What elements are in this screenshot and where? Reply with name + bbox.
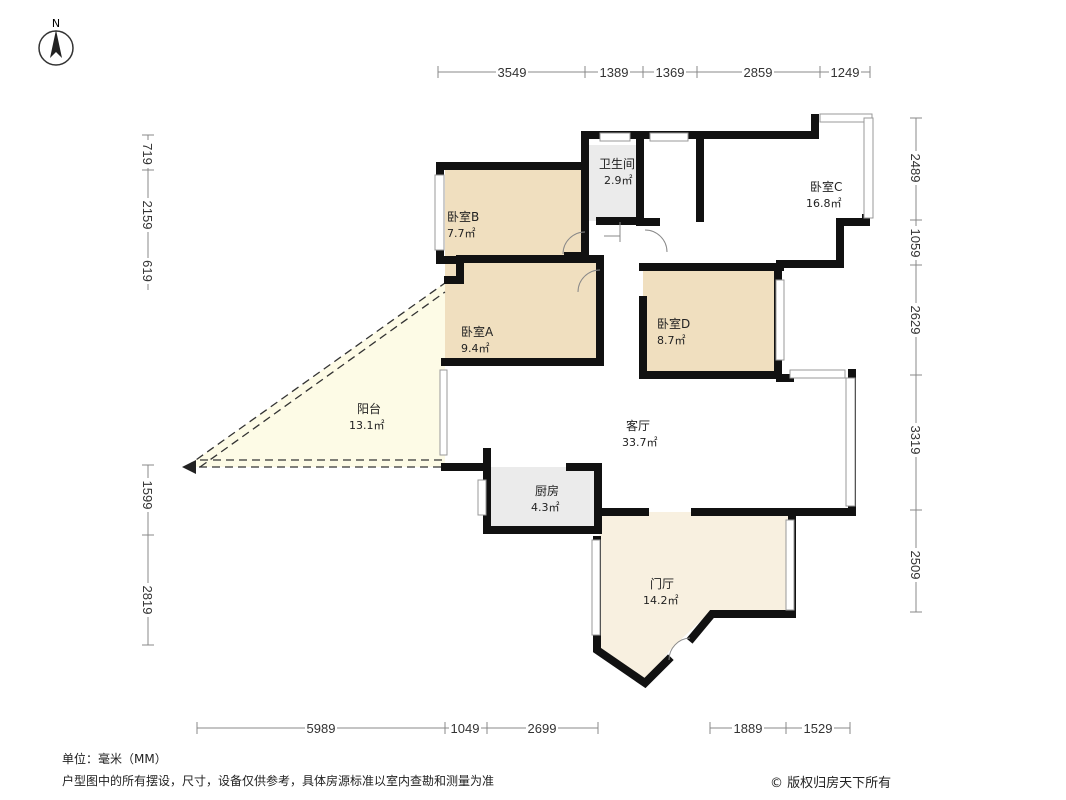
- dimension-labels: 3549 1389 1369 2859 1249 5989 1049 2699 …: [140, 64, 924, 736]
- dim-top-3: 1369: [656, 65, 685, 80]
- doors: [562, 222, 691, 661]
- balcony-label: 阳台: [357, 401, 381, 416]
- dim-left-5: 2819: [140, 586, 155, 615]
- bedroom-a-area-label: 9.4㎡: [461, 342, 490, 355]
- dim-top-2: 1389: [600, 65, 629, 80]
- kitchen-area: [487, 467, 598, 530]
- dim-bottom-4: 1889: [734, 721, 763, 736]
- bedroom-c-area-label: 16.8㎡: [806, 197, 842, 210]
- dim-top-4: 2859: [744, 65, 773, 80]
- living-room-area-label: 33.7㎡: [622, 436, 658, 449]
- disclaimer: 户型图中的所有摆设，尺寸，设备仅供参考，具体房源标准以室内查勘和测量为准: [62, 774, 495, 788]
- bedroom-b-label: 卧室B: [447, 209, 479, 224]
- dim-right-4: 3319: [908, 426, 923, 455]
- foyer-area: [597, 512, 790, 683]
- dim-left-4: 1599: [140, 481, 155, 510]
- bedroom-d-area: [643, 267, 778, 375]
- unit-note: 单位：毫米（MM）: [62, 752, 167, 766]
- dim-right-1: 2489: [908, 154, 923, 183]
- bedroom-d-label: 卧室D: [657, 316, 690, 331]
- dim-left-3: 619: [140, 260, 155, 282]
- copyright: © 版权归房天下所有: [770, 776, 892, 791]
- dim-top-1: 3549: [498, 65, 527, 80]
- dim-bottom-2: 1049: [451, 721, 480, 736]
- dim-top-5: 1249: [831, 65, 860, 80]
- bedroom-b-area: [445, 170, 585, 256]
- windows: [434, 113, 874, 636]
- dim-right-3: 2629: [908, 306, 923, 335]
- dim-bottom-3: 2699: [528, 721, 557, 736]
- bathroom-area: [588, 145, 640, 221]
- balcony-area-label: 13.1㎡: [349, 419, 385, 432]
- bedroom-b-area-label: 7.7㎡: [447, 227, 476, 240]
- balcony-outline: [185, 282, 446, 468]
- bedroom-d-area-label: 8.7㎡: [657, 334, 686, 347]
- living-room-label: 客厅: [626, 418, 650, 433]
- kitchen-area-label: 4.3㎡: [531, 501, 560, 514]
- foyer-label: 门厅: [650, 576, 674, 591]
- dim-left-2: 2159: [140, 201, 155, 230]
- svg-text:N: N: [52, 17, 60, 30]
- foyer-area-label: 14.2㎡: [643, 594, 679, 607]
- bathroom-label: 卫生间: [599, 157, 635, 171]
- bedroom-a-label: 卧室A: [461, 324, 494, 339]
- dim-right-5: 2509: [908, 551, 923, 580]
- dim-bottom-5: 1529: [804, 721, 833, 736]
- dim-bottom-1: 5989: [307, 721, 336, 736]
- dim-right-2: 1059: [908, 229, 923, 258]
- kitchen-label: 厨房: [535, 483, 559, 498]
- north-compass-icon: N: [38, 17, 74, 66]
- bedroom-c-label: 卧室C: [810, 179, 842, 194]
- bedroom-a-area: [445, 262, 600, 362]
- dim-left-1: 719: [140, 143, 155, 165]
- bathroom-area-label: 2.9㎡: [604, 174, 633, 187]
